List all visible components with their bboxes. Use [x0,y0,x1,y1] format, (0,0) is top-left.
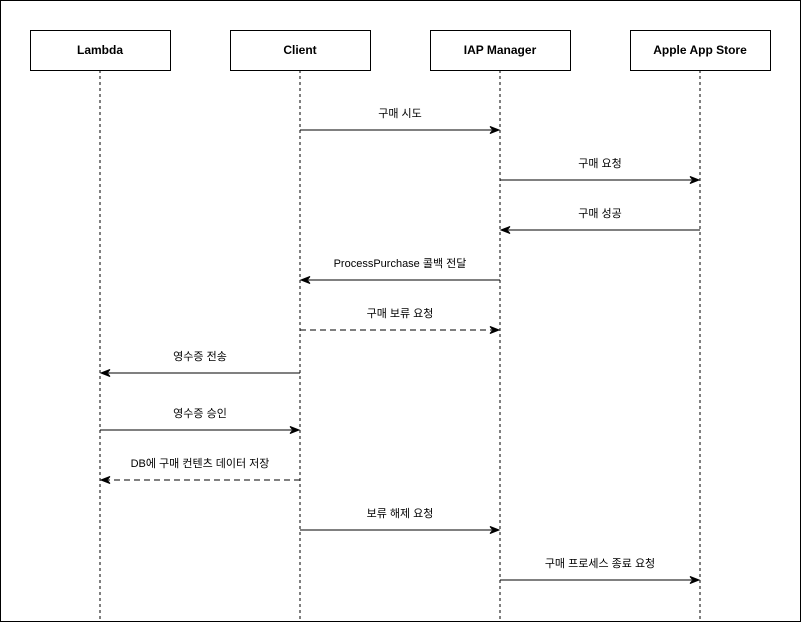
lifelines [99,70,701,620]
message-7: 영수증 승인 [100,407,301,434]
message-10: 구매 프로세스 종료 요청 [500,557,701,584]
arrow-head [499,226,511,234]
arrow-head [689,576,701,584]
message-label: ProcessPurchase 콜백 전달 [334,257,467,270]
participant-box [230,30,371,71]
message-label: 구매 시도 [378,107,422,120]
message-label: 구매 보류 요청 [367,307,434,320]
participant-label: IAP Manager [464,43,537,57]
participant-box [30,30,171,71]
arrow-head [299,276,311,284]
participant-label: Lambda [77,43,123,57]
message-2: 구매 요청 [500,157,701,184]
arrow-head [689,176,701,184]
message-label: 구매 프로세스 종료 요청 [545,557,655,570]
participant-iap: IAP Manager [430,30,571,71]
message-label: 영수증 전송 [173,350,227,363]
arrow-head [489,526,501,534]
arrow-head [99,476,111,484]
message-1: 구매 시도 [300,107,501,134]
participant-store: Apple App Store [630,30,771,71]
message-label: 구매 성공 [578,207,622,220]
arrow-head [489,326,501,334]
participant-box [630,30,771,71]
message-label: 구매 요청 [578,157,622,170]
message-6: 영수증 전송 [99,350,300,377]
message-4: ProcessPurchase 콜백 전달 [299,257,500,284]
message-8: DB에 구매 컨텐츠 데이터 저장 [99,457,300,484]
arrow-head [99,369,111,377]
arrow-head [289,426,301,434]
arrow-head [489,126,501,134]
message-label: 보류 해제 요청 [367,506,434,520]
participant-label: Client [283,43,316,57]
participant-client: Client [230,30,371,71]
message-label: 영수증 승인 [173,407,227,420]
participant-box [430,30,571,71]
participants: Lambda Client IAP Manager Apple App Store [30,30,771,71]
message-5: 구매 보류 요청 [300,307,501,334]
participant-label: Apple App Store [653,43,747,57]
participant-lambda: Lambda [30,30,171,71]
message-3: 구매 성공 [499,207,700,234]
message-9: 보류 해제 요청 [300,506,501,534]
message-label: DB에 구매 컨텐츠 데이터 저장 [131,457,270,470]
